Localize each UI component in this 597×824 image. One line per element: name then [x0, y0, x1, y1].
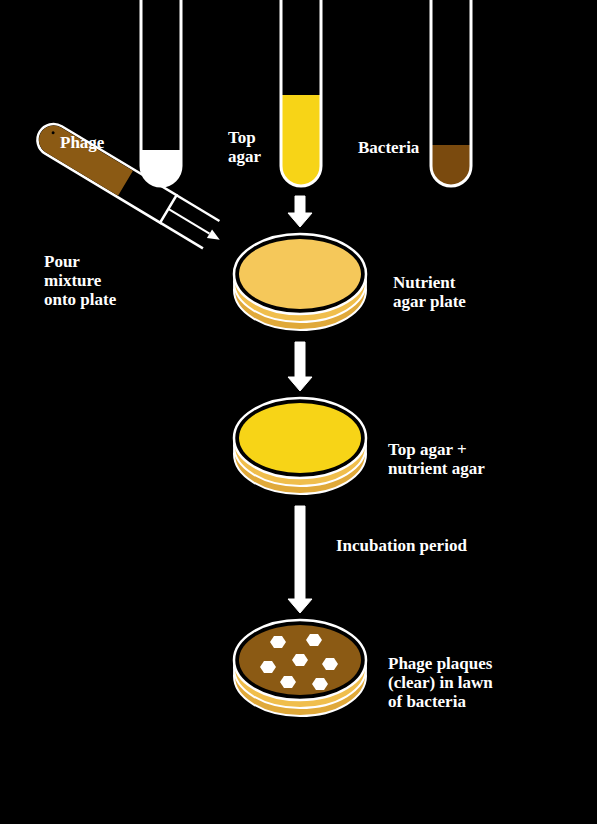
plate-lid [234, 620, 366, 700]
plate-medium [239, 403, 361, 473]
tube-drawing [278, 0, 324, 192]
plate-lid [234, 234, 366, 314]
arrow-shape [288, 342, 312, 391]
plaque [322, 658, 338, 670]
plate-lid [234, 398, 366, 478]
plate-medium [239, 239, 361, 309]
node-label: Bacteria [358, 138, 430, 157]
phage-tube: Phage [55, 0, 185, 192]
node-label: Phage [60, 133, 130, 152]
pipette [32, 118, 228, 254]
plate-drawing [230, 226, 370, 338]
plate-medium [239, 625, 361, 695]
node-label: Top agar [228, 128, 274, 166]
pipette-fill [34, 120, 133, 196]
arrow-shape [288, 506, 312, 613]
tube-drawing [138, 0, 184, 192]
tube-contents [281, 95, 321, 186]
plate-drawing [230, 390, 370, 502]
combined-plate: Top agar + nutrient agar [230, 390, 492, 502]
arrow-shape [288, 196, 312, 227]
plaque [260, 661, 276, 673]
tube-outline [431, 0, 471, 186]
plaque [306, 634, 322, 646]
plaque [312, 678, 328, 690]
node-label: Nutrient agar plate [393, 273, 489, 311]
top-agar-tube: Top agar [226, 0, 330, 192]
flow-arrow [288, 506, 312, 613]
flow-arrow [288, 196, 312, 227]
bacteria-tube: Bacteria [352, 0, 482, 192]
edge-label: Incubation period [336, 536, 467, 555]
tube-outline [281, 0, 321, 186]
tube-drawing [428, 0, 474, 192]
plaque [292, 654, 308, 666]
plate-drawing [230, 612, 370, 724]
pour-arrowhead [207, 229, 222, 244]
tube-outline [141, 0, 181, 186]
node-label: Phage plaques (clear) in lawn of bacteri… [388, 654, 504, 711]
plaque [280, 676, 296, 688]
pipette-mark [51, 131, 55, 135]
plaque [270, 636, 286, 648]
flow-arrow [288, 342, 312, 391]
plaque-plate: Phage plaques (clear) in lawn of bacteri… [230, 612, 506, 730]
node-label: Top agar + nutrient agar [388, 440, 488, 478]
step-label: Pour mixture onto plate [44, 252, 134, 309]
nutrient-plate: Nutrient agar plate [230, 226, 492, 338]
pour-arrow [168, 209, 209, 234]
